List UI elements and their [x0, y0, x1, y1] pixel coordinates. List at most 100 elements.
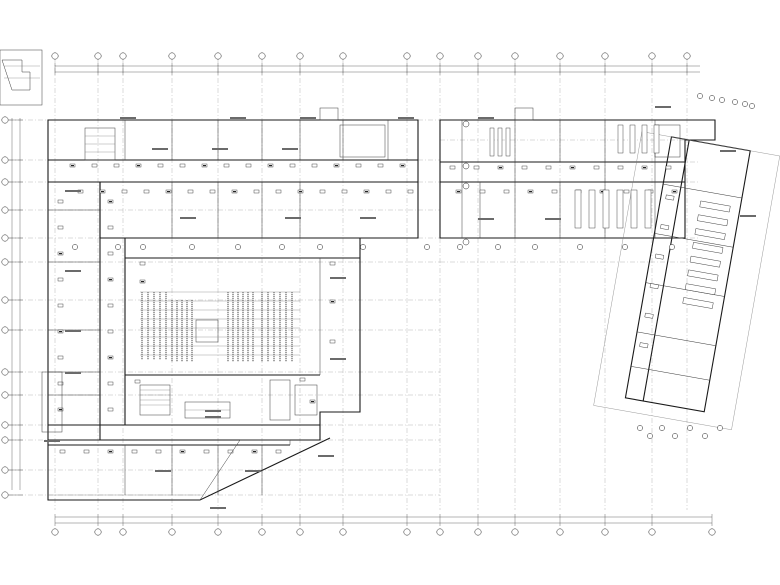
west-room-partitions	[124, 120, 389, 495]
axis-bubbles	[1, 52, 755, 536]
equipment-mark	[673, 191, 676, 193]
equipment-mark	[109, 357, 112, 359]
axis-bubble	[648, 528, 656, 536]
equipment-unit	[319, 189, 326, 194]
equipment-mark	[109, 279, 112, 281]
lab-bench	[684, 283, 716, 296]
equipment-mark	[203, 165, 206, 167]
equipment-unit	[649, 283, 659, 290]
equipment-unit	[473, 165, 480, 170]
equipment-unit	[289, 163, 296, 168]
equipment-unit	[107, 407, 114, 412]
axis-bubble	[669, 244, 675, 250]
equipment-unit	[227, 449, 234, 454]
equipment-unit	[503, 189, 510, 194]
equipment-mark	[643, 167, 646, 169]
equipment-unit	[521, 165, 528, 170]
lab-bench	[644, 189, 652, 229]
annotation-mark	[282, 148, 298, 150]
south-wall-detail	[41, 371, 291, 501]
equipment-unit	[187, 189, 194, 194]
lab-bench	[629, 124, 636, 154]
axis-bubble	[1, 156, 9, 164]
equipment-unit	[107, 303, 114, 308]
equipment-unit	[57, 381, 64, 386]
axis-bubble	[235, 244, 241, 250]
axis-bubble	[296, 52, 304, 60]
annotation-mark	[655, 106, 671, 108]
equipment-unit	[654, 253, 664, 260]
axis-bubble	[717, 425, 723, 431]
axis-bubble	[94, 52, 102, 60]
equipment-unit	[209, 189, 216, 194]
equipment-unit	[644, 312, 654, 319]
equipment-mark	[311, 401, 314, 403]
lab-bench	[697, 214, 729, 227]
lab-bench	[687, 269, 719, 282]
annotation-mark	[120, 117, 136, 119]
lab-bench	[616, 189, 624, 229]
lab-bench	[699, 200, 731, 213]
equipment-unit	[245, 163, 252, 168]
equipment-unit	[623, 189, 630, 194]
annotation-mark	[155, 470, 171, 472]
axis-bubble	[532, 244, 538, 250]
stairs-and-toilets	[84, 107, 681, 421]
axis-bubble	[719, 97, 725, 103]
equipment-unit	[311, 163, 318, 168]
axis-bubble	[258, 52, 266, 60]
axis-bubble	[1, 391, 9, 399]
equipment-mark	[109, 451, 112, 453]
axis-bubble	[1, 436, 9, 444]
axis-bubble	[637, 425, 643, 431]
axis-bubble	[424, 244, 430, 250]
key-plan	[0, 49, 43, 106]
west-wing-walls	[47, 119, 419, 501]
axis-bubble	[556, 52, 564, 60]
annotation-mark	[152, 148, 168, 150]
equipment-unit	[139, 261, 146, 266]
equipment-mark	[457, 191, 460, 193]
axis-bubble	[296, 528, 304, 536]
equipment-unit	[341, 189, 348, 194]
annotation-mark	[478, 218, 494, 220]
equipment-unit	[131, 449, 138, 454]
equipment-unit	[59, 449, 66, 454]
axis-bubble	[709, 95, 715, 101]
annotation-mark	[300, 117, 316, 119]
lab-bench	[653, 124, 660, 154]
equipment-unit	[545, 165, 552, 170]
lab-bench	[574, 189, 582, 229]
axis-bubble	[697, 93, 703, 99]
axis-bubble	[51, 52, 59, 60]
axis-bubble	[462, 120, 470, 128]
annotation-mark	[318, 455, 334, 457]
annotation-mark	[205, 416, 221, 418]
equipment-unit	[121, 189, 128, 194]
axis-bubble	[258, 528, 266, 536]
axis-bubble	[474, 52, 482, 60]
axis-bubble	[659, 425, 665, 431]
lab-bench	[489, 127, 495, 157]
equipment-unit	[57, 355, 64, 360]
equipment-mark	[335, 165, 338, 167]
equipment-unit	[355, 163, 362, 168]
equipment-unit	[155, 449, 162, 454]
equipment-unit	[57, 225, 64, 230]
annotation-marks	[44, 106, 756, 509]
axis-bubble	[119, 528, 127, 536]
axis-bubble	[1, 368, 9, 376]
equipment-mark	[253, 451, 256, 453]
equipment-mark	[141, 281, 144, 283]
axis-bubble	[457, 244, 463, 250]
equipment-unit	[479, 189, 486, 194]
equipment-unit	[113, 163, 120, 168]
axis-bubble	[495, 244, 501, 250]
equipment-unit	[57, 303, 64, 308]
axis-grid	[8, 58, 700, 510]
axis-bubble	[742, 101, 748, 107]
axis-bubble	[687, 425, 693, 431]
annotation-mark	[398, 117, 414, 119]
annotation-mark	[230, 117, 246, 119]
